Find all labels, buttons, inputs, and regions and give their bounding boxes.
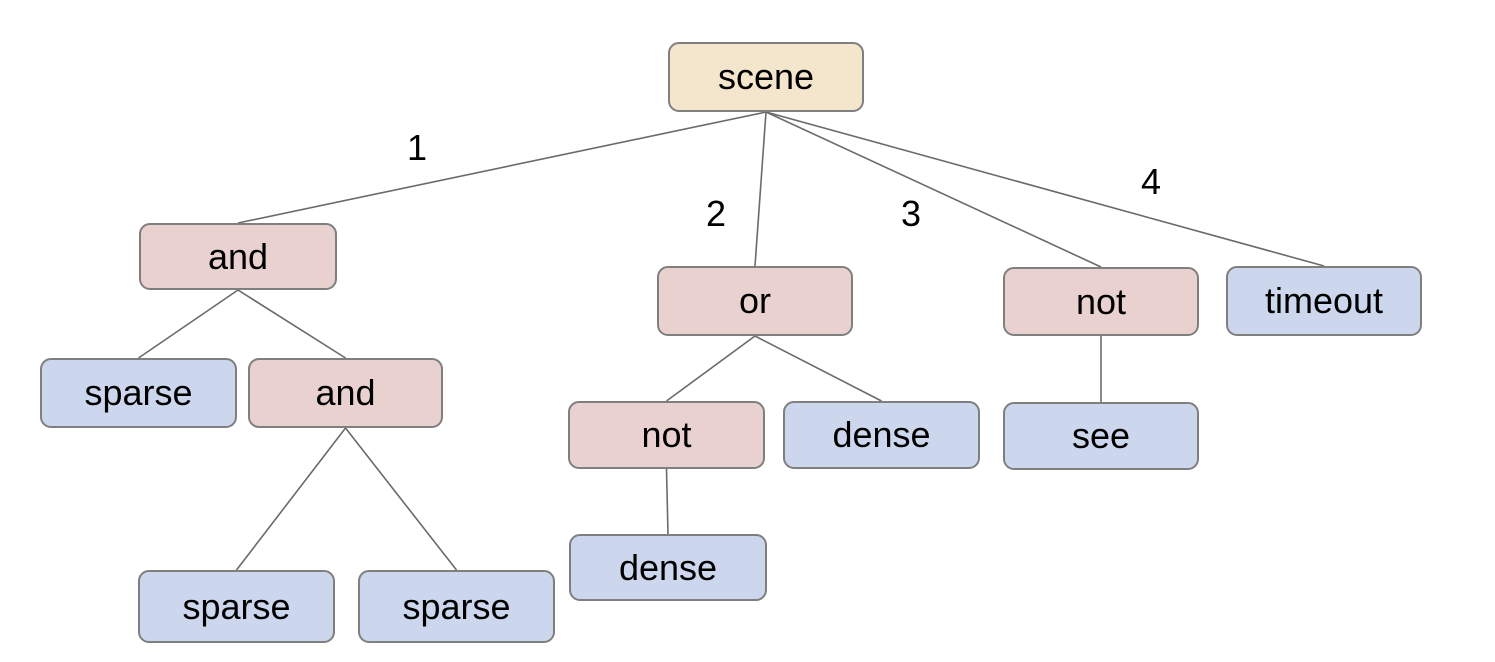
edge-scene-not1: [765, 111, 1102, 268]
edge-label-1: 1: [406, 127, 428, 168]
tree-node-label: or: [738, 280, 771, 321]
tree-node-dense1: dense: [783, 401, 980, 469]
tree-node-label: and: [315, 372, 376, 413]
tree-node-label: dense: [618, 546, 718, 588]
edge-and1-and2: [237, 289, 346, 359]
edge-label-3: 3: [900, 193, 922, 234]
tree-node-not1: not: [1003, 267, 1199, 336]
edge-not2-dense2: [665, 468, 669, 535]
tree-node-dense2: dense: [569, 534, 767, 601]
tree-node-sparse2: sparse: [138, 570, 335, 643]
edge-and2-sparse2: [235, 427, 347, 571]
tree-node-label: not: [1075, 280, 1127, 322]
tree-node-not2: not: [568, 401, 765, 469]
tree-node-see1: see: [1003, 402, 1199, 470]
tree-node-sparse3: sparse: [358, 570, 555, 643]
edge-label-4: 4: [1140, 161, 1162, 202]
tree-node-label: timeout: [1264, 280, 1384, 321]
tree-node-label: sparse: [84, 372, 193, 413]
edge-or1-not2: [666, 335, 756, 402]
edge-scene-or1: [754, 111, 767, 267]
tree-node-label: dense: [832, 414, 931, 455]
tree-node-label: sparse: [182, 585, 291, 627]
edge-scene-timeout: [765, 111, 1325, 267]
tree-node-scene: scene: [668, 42, 864, 112]
edge-label-2: 2: [705, 193, 727, 234]
tree-node-or1: or: [657, 266, 853, 336]
tree-node-label: not: [641, 414, 692, 455]
tree-node-label: and: [207, 235, 269, 277]
edge-and2-sparse3: [344, 427, 458, 571]
tree-node-and1: and: [139, 223, 337, 290]
tree-node-label: sparse: [402, 585, 511, 627]
tree-node-timeout: timeout: [1226, 266, 1422, 336]
edge-or1-dense1: [754, 335, 882, 402]
tree-node-and2: and: [248, 358, 443, 428]
tree-node-label: scene: [717, 56, 815, 97]
edge-scene-and1: [237, 111, 767, 224]
edge-and1-sparse1: [138, 289, 239, 359]
tree-node-sparse1: sparse: [40, 358, 237, 428]
tree-node-label: see: [1071, 415, 1131, 456]
